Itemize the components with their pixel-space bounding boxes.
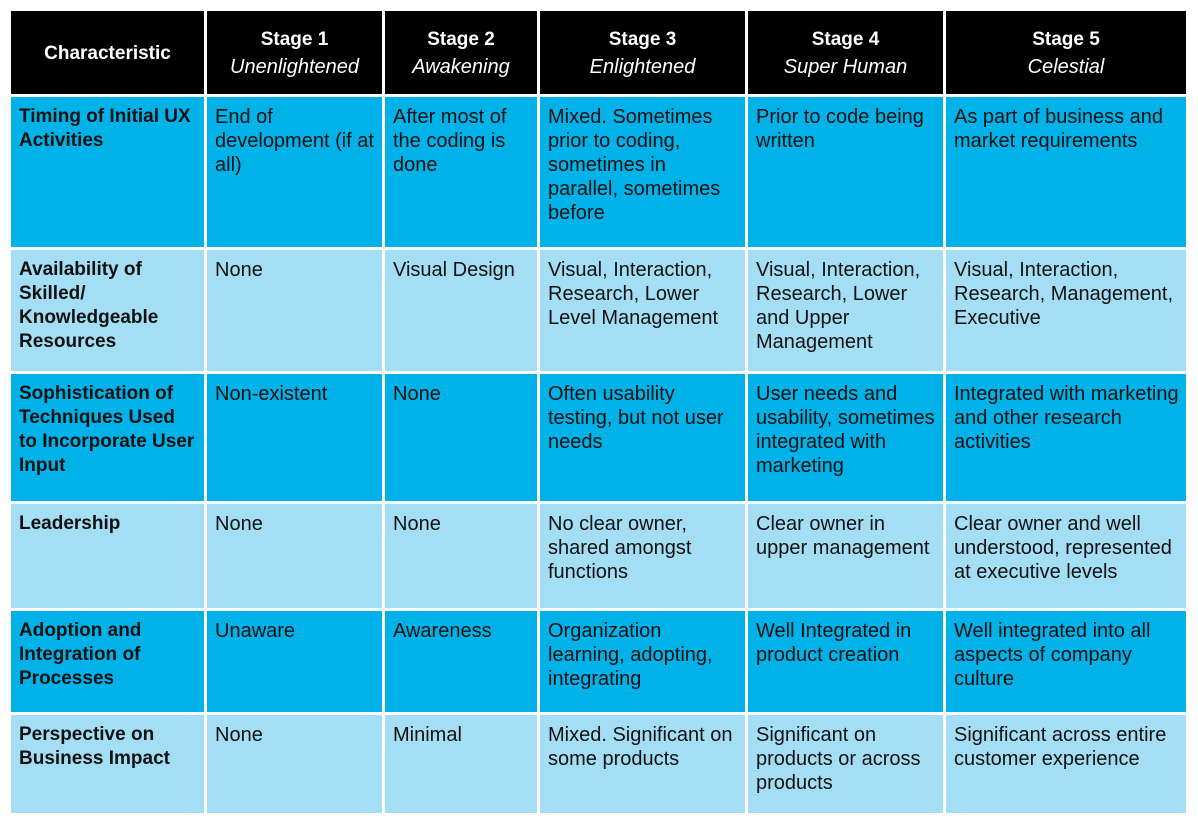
table-cell: None bbox=[385, 504, 537, 608]
characteristic-cell: Perspective on Business Impact bbox=[11, 715, 204, 813]
table-cell: None bbox=[207, 250, 382, 371]
stage-3-title: Stage 3 bbox=[608, 28, 677, 50]
table-cell: No clear owner, shared amongst functions bbox=[540, 504, 745, 608]
ux-maturity-table: Characteristic Stage 1 Unenlightened Sta… bbox=[8, 8, 1189, 816]
characteristic-header: Characteristic bbox=[11, 11, 204, 94]
table-cell: Awareness bbox=[385, 611, 537, 712]
table-cell: Unaware bbox=[207, 611, 382, 712]
table-cell: Clear owner and well understood, represe… bbox=[946, 504, 1186, 608]
table-cell: End of development (if at all) bbox=[207, 97, 382, 247]
stage-1-header: Stage 1 Unenlightened bbox=[207, 11, 382, 94]
stage-2-subtitle: Awakening bbox=[412, 55, 510, 78]
table-row: Availability of Skilled/ Knowledgeable R… bbox=[11, 250, 1186, 371]
stage-5-subtitle: Celestial bbox=[1027, 55, 1105, 78]
table-row: Sophistication of Techniques Used to Inc… bbox=[11, 374, 1186, 501]
table-cell: Prior to code being written bbox=[748, 97, 943, 247]
table-cell: Visual, Interaction, Research, Lower Lev… bbox=[540, 250, 745, 371]
table-cell: Mixed. Sometimes prior to coding, someti… bbox=[540, 97, 745, 247]
characteristic-cell: Sophistication of Techniques Used to Inc… bbox=[11, 374, 204, 501]
table-cell: Visual Design bbox=[385, 250, 537, 371]
table-cell: Well Integrated in product creation bbox=[748, 611, 943, 712]
table-cell: Often usability testing, but not user ne… bbox=[540, 374, 745, 501]
table-cell: After most of the coding is done bbox=[385, 97, 537, 247]
characteristic-cell: Timing of Initial UX Activities bbox=[11, 97, 204, 247]
table-cell: Mixed. Significant on some products bbox=[540, 715, 745, 813]
table-row: Timing of Initial UX Activities End of d… bbox=[11, 97, 1186, 247]
table-cell: Visual, Interaction, Research, Lower and… bbox=[748, 250, 943, 371]
table-cell: None bbox=[207, 504, 382, 608]
table-cell: None bbox=[207, 715, 382, 813]
characteristic-cell: Availability of Skilled/ Knowledgeable R… bbox=[11, 250, 204, 371]
characteristic-cell: Leadership bbox=[11, 504, 204, 608]
stage-5-header: Stage 5 Celestial bbox=[946, 11, 1186, 94]
table-cell: Integrated with marketing and other rese… bbox=[946, 374, 1186, 501]
stage-1-title: Stage 1 bbox=[260, 28, 329, 50]
table-cell: Significant on products or across produc… bbox=[748, 715, 943, 813]
table-row: Perspective on Business Impact None Mini… bbox=[11, 715, 1186, 813]
table-cell: User needs and usability, sometimes inte… bbox=[748, 374, 943, 501]
table-cell: Well integrated into all aspects of comp… bbox=[946, 611, 1186, 712]
table-cell: Significant across entire customer exper… bbox=[946, 715, 1186, 813]
stage-4-header: Stage 4 Super Human bbox=[748, 11, 943, 94]
table-row: Adoption and Integration of Processes Un… bbox=[11, 611, 1186, 712]
table-row: Leadership None None No clear owner, sha… bbox=[11, 504, 1186, 608]
stage-2-title: Stage 2 bbox=[427, 28, 495, 50]
characteristic-cell: Adoption and Integration of Processes bbox=[11, 611, 204, 712]
stage-1-subtitle: Unenlightened bbox=[230, 55, 359, 78]
header-row: Characteristic Stage 1 Unenlightened Sta… bbox=[11, 11, 1186, 94]
stage-5-title: Stage 5 bbox=[1032, 28, 1100, 50]
stage-2-header: Stage 2 Awakening bbox=[385, 11, 537, 94]
table-cell: Non-existent bbox=[207, 374, 382, 501]
table-cell: As part of business and market requireme… bbox=[946, 97, 1186, 247]
table-cell: Organization learning, adopting, integra… bbox=[540, 611, 745, 712]
table-cell: None bbox=[385, 374, 537, 501]
table-cell: Minimal bbox=[385, 715, 537, 813]
stage-3-subtitle: Enlightened bbox=[589, 55, 696, 78]
stage-4-subtitle: Super Human bbox=[783, 55, 908, 78]
stage-3-header: Stage 3 Enlightened bbox=[540, 11, 745, 94]
stage-4-title: Stage 4 bbox=[811, 28, 880, 50]
table-cell: Visual, Interaction, Research, Managemen… bbox=[946, 250, 1186, 371]
table-cell: Clear owner in upper management bbox=[748, 504, 943, 608]
